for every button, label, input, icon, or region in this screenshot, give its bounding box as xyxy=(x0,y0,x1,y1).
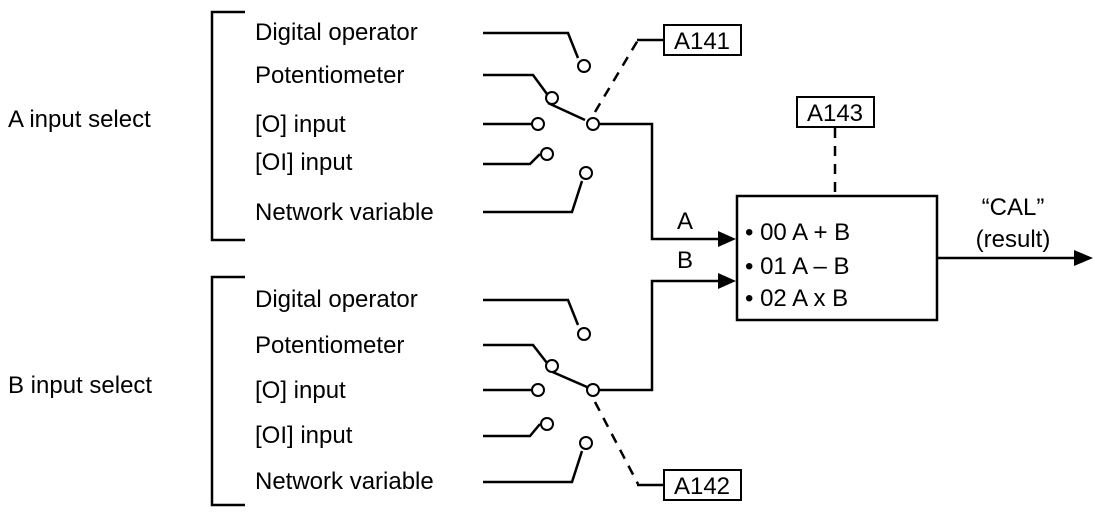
a-input-network-variable: Network variable xyxy=(255,199,434,226)
a-input-o: [O] input xyxy=(255,111,346,138)
a-input-select-group: A input select Digital operator Potentio… xyxy=(8,10,742,242)
b-wire-label: B xyxy=(677,247,693,274)
a142-param-box xyxy=(663,469,742,501)
b-terminal-3 xyxy=(531,383,545,397)
a141-param-box xyxy=(663,24,742,56)
a-wire-potentiometer xyxy=(483,73,549,95)
a142-param-label: A142 xyxy=(674,473,730,500)
b-input-o: [O] input xyxy=(255,377,346,404)
a143-param-label: A143 xyxy=(807,100,863,127)
b-wire-network-variable xyxy=(483,450,584,484)
a-selector-arm xyxy=(547,101,586,122)
a-terminal-3 xyxy=(531,117,545,131)
a-input-select-title: A input select xyxy=(8,106,151,133)
a141-param-label: A141 xyxy=(674,28,730,55)
b-wire-digital-operator xyxy=(483,298,580,326)
b-input-select-title: B input select xyxy=(8,372,152,399)
a-arrowhead xyxy=(718,231,736,247)
a-terminal-5 xyxy=(579,166,593,180)
a-input-oi: [OI] input xyxy=(255,149,353,176)
a-wire-digital-operator xyxy=(483,31,580,59)
a-wire-label: A xyxy=(677,208,693,235)
cal-output-label: “CAL” xyxy=(982,194,1045,221)
a-wire-network-variable xyxy=(483,180,584,214)
a143-param-box xyxy=(796,96,875,128)
cal-output-result-label: (result) xyxy=(976,226,1051,253)
cal-output-arrowhead xyxy=(1074,250,1093,266)
a-terminal-common xyxy=(586,117,600,131)
b-input-digital-operator: Digital operator xyxy=(255,286,418,313)
b-input-potentiometer: Potentiometer xyxy=(255,332,404,359)
b-output-wire xyxy=(599,279,722,392)
operation-option-subtract: • 01 A – B xyxy=(745,253,849,280)
b-wire-potentiometer xyxy=(483,343,548,364)
a-wire-oi xyxy=(483,153,541,166)
b-input-select-group: B input select Digital operator Potentio… xyxy=(8,275,742,507)
a-terminal-1 xyxy=(577,59,591,73)
calculation-block: A143 • 00 A + B • 01 A – B • 02 A x B “C… xyxy=(735,96,1093,322)
a-terminal-2 xyxy=(545,91,559,105)
operation-option-multiply: • 02 A x B xyxy=(745,285,848,312)
a-input-digital-operator: Digital operator xyxy=(255,19,418,46)
operation-option-add: • 00 A + B xyxy=(745,219,850,246)
a-output-wire xyxy=(599,122,722,241)
b-arrowhead xyxy=(718,273,736,289)
a-input-potentiometer: Potentiometer xyxy=(255,62,404,89)
a-group-bracket xyxy=(210,10,245,242)
b-terminal-2 xyxy=(545,359,559,373)
b-terminal-4 xyxy=(540,417,554,431)
b-selector-arm xyxy=(547,368,588,389)
b-input-oi: [OI] input xyxy=(255,422,353,449)
b-terminal-common xyxy=(586,383,600,397)
b-wire-oi xyxy=(483,423,541,438)
b-input-network-variable: Network variable xyxy=(255,468,434,495)
a-terminal-4 xyxy=(540,147,554,161)
b-terminal-1 xyxy=(577,327,591,341)
b-group-bracket xyxy=(210,275,245,507)
a-param-link xyxy=(593,39,640,113)
b-terminal-5 xyxy=(579,436,593,450)
b-param-link xyxy=(593,401,640,485)
